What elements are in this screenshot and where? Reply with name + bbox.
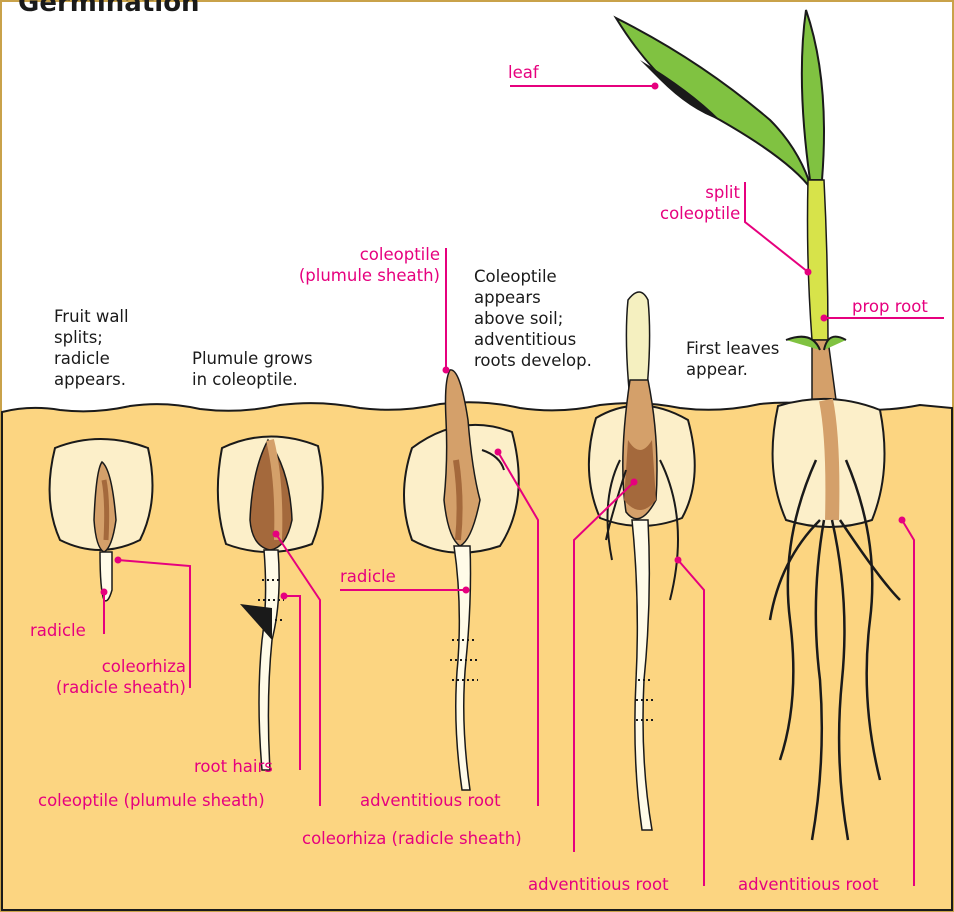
caption-line: adventitious	[474, 329, 592, 350]
caption-line: in coleoptile.	[192, 369, 313, 390]
label-split-coleoptile: split coleoptile	[660, 182, 740, 224]
caption-stage-4: Coleoptile appears above soil; adventiti…	[474, 266, 592, 371]
label-leaf: leaf	[508, 62, 539, 83]
caption-stage-5: First leaves appear.	[686, 338, 779, 380]
label-line: split	[660, 182, 740, 203]
caption-line: appear.	[686, 359, 779, 380]
label-line: (radicle sheath)	[18, 677, 186, 698]
label-line: coleorhiza	[18, 656, 186, 677]
label-radicle-stage-3: radicle	[340, 566, 396, 587]
label-adventitious-root-stage-4: adventitious root	[528, 874, 669, 895]
label-line: (plumule sheath)	[262, 265, 440, 286]
caption-stage-2: Plumule grows in coleoptile.	[192, 348, 313, 390]
caption-line: appears.	[54, 369, 129, 390]
label-coleoptile-plumule-sheath-bottom: coleoptile (plumule sheath)	[38, 790, 265, 811]
caption-line: Coleoptile	[474, 266, 592, 287]
label-adventitious-root-stage-5: adventitious root	[738, 874, 879, 895]
label-prop-root: prop root	[852, 296, 928, 317]
caption-line: Fruit wall	[54, 306, 129, 327]
label-line: coleoptile	[262, 244, 440, 265]
caption-line: roots develop.	[474, 350, 592, 371]
caption-line: Plumule grows	[192, 348, 313, 369]
caption-line: appears	[474, 287, 592, 308]
label-line: coleoptile	[660, 203, 740, 224]
label-root-hairs: root hairs	[194, 756, 273, 777]
caption-line: above soil;	[474, 308, 592, 329]
diagram-title: Germination	[18, 0, 200, 18]
caption-line: splits;	[54, 327, 129, 348]
caption-stage-1: Fruit wall splits; radicle appears.	[54, 306, 129, 390]
label-coleoptile-plumule-sheath-top: coleoptile (plumule sheath)	[262, 244, 440, 286]
label-coleorhiza-radicle-sheath-bottom: coleorhiza (radicle sheath)	[302, 828, 522, 849]
label-adventitious-root-stage-3: adventitious root	[360, 790, 501, 811]
label-coleorhiza-stage-1: coleorhiza (radicle sheath)	[18, 656, 186, 698]
caption-line: radicle	[54, 348, 129, 369]
label-radicle-stage-1: radicle	[30, 620, 86, 641]
caption-line: First leaves	[686, 338, 779, 359]
